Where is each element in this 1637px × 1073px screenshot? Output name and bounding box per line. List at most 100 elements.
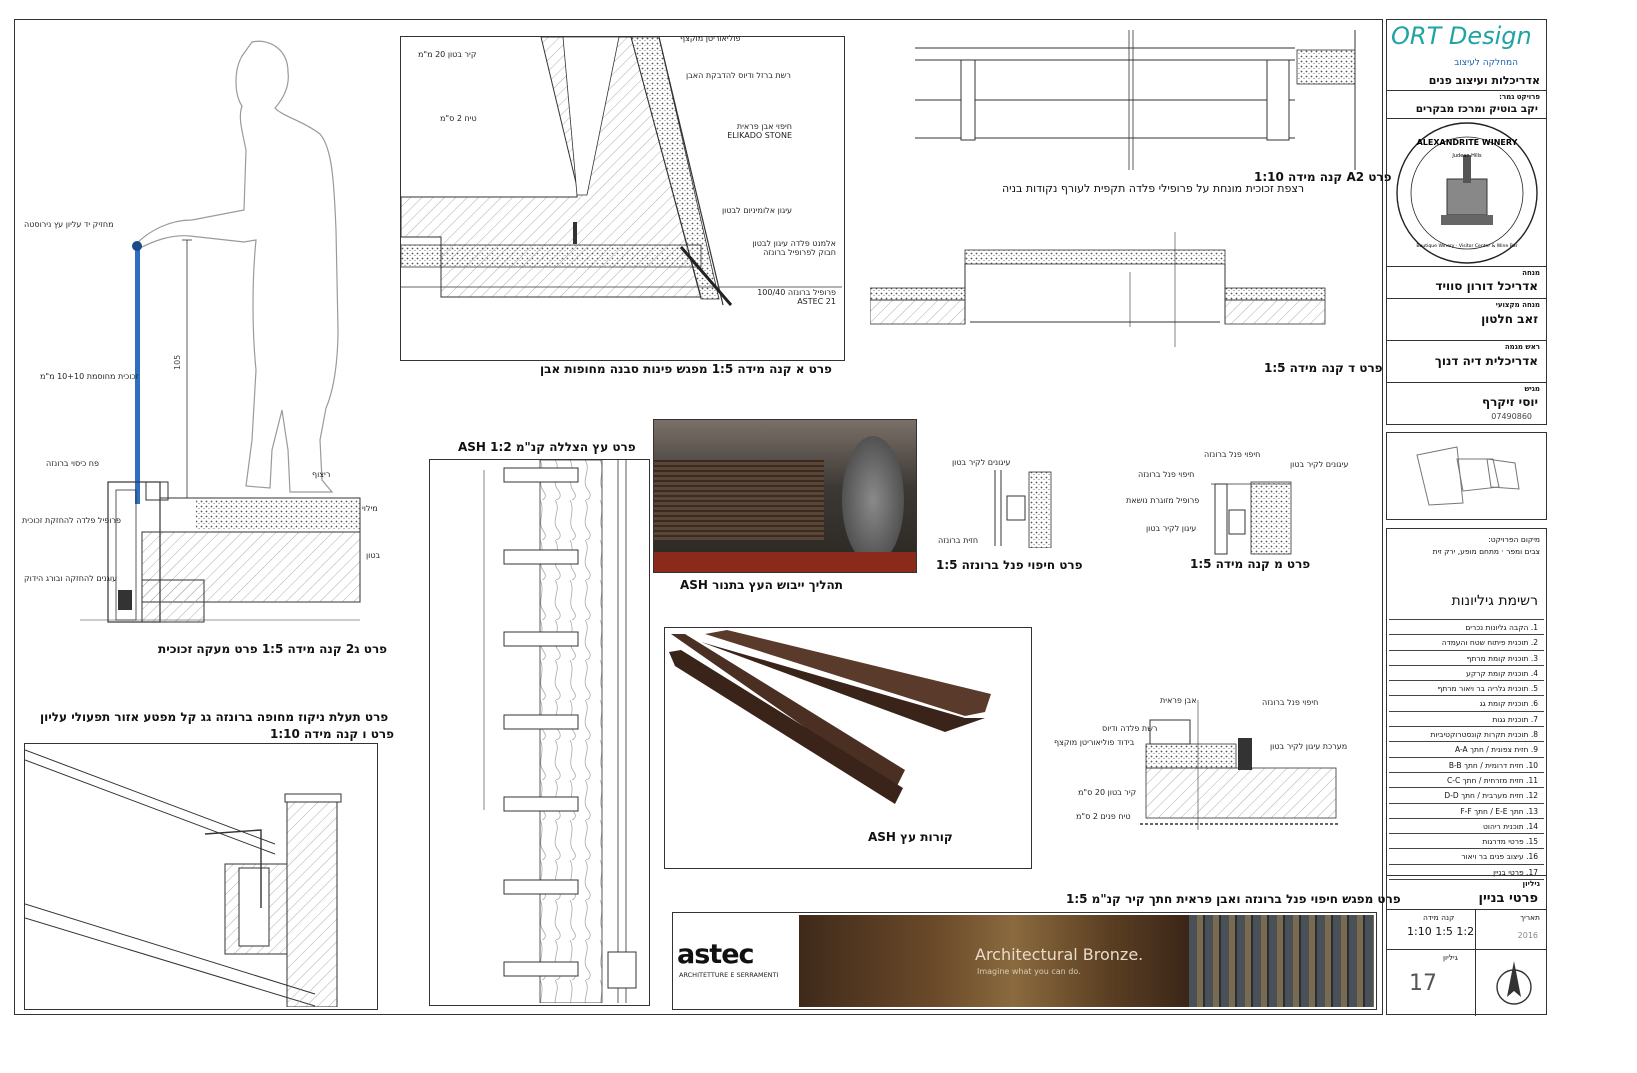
- sheet-list-item: 5. תוכנית גלריה בר ויאור מרתף: [1389, 681, 1544, 697]
- tb-row-0: מנחה אדריכל דורון סוויד: [1387, 266, 1546, 298]
- astec-logo: astec: [677, 939, 755, 970]
- tb-label-3: מגיש: [1524, 385, 1540, 393]
- tb-label-1: מנחה מקצועי: [1495, 301, 1540, 309]
- label-a-plaster: טיח 2 ס"מ: [440, 114, 477, 123]
- label-concrete: בטון: [366, 551, 381, 560]
- caption-detail-a2: פרט A2 קנה מידה 1:10: [1254, 170, 1392, 184]
- key-plan: [1386, 432, 1547, 520]
- location-value: צבים ומפר · מתחם מופע, ירק זית: [1432, 547, 1540, 556]
- detail-a-drawing: [401, 37, 842, 306]
- detail-d-drawing: [870, 232, 1326, 347]
- sheet-list-item: 16. עיצוב פנים בר ויאור: [1389, 849, 1544, 865]
- scale-value: 1:10 1:5 1:2: [1407, 925, 1475, 938]
- human-silhouette: [135, 40, 339, 493]
- sheet-value: פרטי בניין: [1478, 891, 1539, 906]
- sheet-list-item: 1. הקבה גליונות נכרים: [1389, 620, 1544, 636]
- kiln-photo: [653, 419, 917, 573]
- sheet-list-item: 15. פרטי מדרגות: [1389, 834, 1544, 850]
- sheet-list-item: 13. חתך E-E / חתך F-F: [1389, 804, 1544, 819]
- bronze-panel-drawing: [994, 470, 1052, 548]
- winery-tagline: Boutique Winery · Visitor Center & Wine …: [1416, 243, 1517, 249]
- project-label: פרויקט גמר:: [1499, 93, 1540, 101]
- roof-detail-frame: [24, 743, 378, 1010]
- title-block: ORT Design המחלקה לעיצוב אדריכלות ועיצוב…: [1386, 19, 1547, 425]
- date-value: 2016: [1517, 931, 1538, 940]
- stone-detail-drawing: [1140, 700, 1340, 830]
- label-m-bronze: חיפוי פנל ברונזה: [1204, 450, 1261, 459]
- label-s-stone: אבן פראית: [1160, 696, 1197, 705]
- label-m-bronze-b: חיפוי פנל ברונזה: [1138, 470, 1195, 479]
- caption-detail-r: פרט ו קנה מידה 1:10: [270, 727, 394, 741]
- caption-detail-g: פרט ג2 קנה מידה 1:5 פרט מעקה זכוכית: [158, 642, 388, 656]
- astec-banner: astec ARCHITETTURE E SERRAMENTI Architec…: [672, 912, 1377, 1010]
- rail-height-dim: 105: [173, 355, 182, 370]
- tb-value-0: אדריכל דורון סוויד: [1435, 279, 1538, 293]
- astec-headline: Architectural Bronze.: [975, 945, 1144, 964]
- sheet-list-item: 7. תוכנית גגות: [1389, 712, 1544, 728]
- ort-logo: ORT Design: [1391, 22, 1532, 50]
- sheet-list-item: 11. חזית מזרחית / חתך C-C: [1389, 773, 1544, 789]
- caption-bronze-panel: פרט חיפוי פנל ברונזה 1:5: [936, 558, 1083, 572]
- date-label: תאריך: [1520, 913, 1540, 922]
- detail-m-drawing: [1211, 481, 1292, 555]
- label-a-profile: פרופיל ברונזה 100/40 ASTEC 21: [757, 288, 836, 306]
- sheet-no-value: 17: [1409, 971, 1437, 996]
- caption-wood-beams: קורות עץ ASH: [868, 830, 953, 844]
- department: אדריכלות ועיצוב פנים: [1428, 74, 1540, 87]
- label-s-plaster: טיח פנים 2 ס"מ: [1076, 812, 1131, 821]
- sheet-no-label: גיליון: [1443, 953, 1458, 962]
- label-m-bronze2: חזית ברונזה: [938, 536, 979, 545]
- sheet-list: 1. הקבה גליונות נכרים 2. תוכנית פיתוח שט…: [1389, 619, 1544, 881]
- astec-tagline: Imagine what you can do.: [977, 967, 1081, 976]
- north-arrow-icon: [1491, 959, 1537, 1013]
- sheet-label: גיליון: [1522, 879, 1540, 888]
- tb-value-1: זאב חלטון: [1481, 312, 1538, 326]
- label-a-stone: חיפוי אבן פראית ELIKADO STONE: [727, 122, 792, 140]
- label-m-stud: עיגונים לקיר בטון: [1290, 460, 1349, 469]
- location-label: מיקום הפרויקט:: [1488, 535, 1540, 544]
- wood-detail-drawing: [483, 460, 637, 1003]
- sheet-list-item: 4. תוכנית קומת קרקע: [1389, 666, 1544, 682]
- label-glass: זכוכית מחוסמת 10+10 מ"מ: [40, 372, 139, 381]
- scale-label: קנה מידה: [1423, 913, 1455, 922]
- tb-extra-3: 07490860: [1491, 412, 1532, 421]
- winery-logo: ALEXANDRITE WINERY Judean Hills Boutique…: [1395, 121, 1540, 266]
- caption-detail-a2-sub: רצפת זכוכית מונחת על פרופילי פלדה תקפית …: [1002, 182, 1305, 195]
- detail-a2-drawing: [915, 30, 1356, 170]
- sheet-list-item: 12. חזית מערבית / חתך D-D: [1389, 788, 1544, 804]
- label-m-conc: עיגון לקיר בטון: [1146, 524, 1197, 533]
- label-a-anchor: עיגון אלומיניום לבטון: [722, 206, 793, 215]
- label-m-profile: פרופיל מזוגרת נושאת: [1126, 496, 1200, 505]
- tb-value-2: אדריכלית דיה דנוך: [1434, 354, 1538, 368]
- label-steel-channel: פרופיל פלדה להחזקת זכוכית: [22, 516, 121, 525]
- tb-label-2: ראש מגמה: [1504, 343, 1540, 351]
- sheet-list-block: מיקום הפרויקט: צבים ומפר · מתחם מופע, יר…: [1386, 528, 1547, 1016]
- label-handrail: מחזיק יד עליון עץ נירוסטה: [24, 220, 114, 229]
- tb-row-1: מנחה מקצועי זאב חלטון: [1387, 298, 1546, 340]
- tb-value-3: יוסי זיקרף: [1481, 395, 1538, 409]
- wood-beams-photo: [664, 627, 1032, 869]
- wood-detail-frame: [429, 459, 650, 1006]
- sheet-list-item: 10. חזית דרומית / חתך B-B: [1389, 758, 1544, 773]
- label-a-mesh: רשת ברזל ודיוס להדבקת האבן: [686, 71, 791, 80]
- bronze-texture: [799, 915, 1189, 1007]
- logo-brand: ORT Design: [1391, 22, 1532, 50]
- label-a-top2: קיר בטון 20 מ"מ: [418, 50, 477, 59]
- label-screed: מילוי: [362, 504, 378, 513]
- tb-label-0: מנחה: [1522, 269, 1540, 277]
- sheet-list-item: 14. תוכנית ריהוט: [1389, 819, 1544, 835]
- label-a-top1: פוליאוריטן מוקצף: [680, 34, 741, 43]
- label-s-insul: בידוד פוליאוריטן מוקצף: [1054, 738, 1135, 747]
- caption-detail-stone: פרט מפגש חיפוי פנל ברונזה ואבן פראית חתך…: [1066, 892, 1401, 906]
- caption-detail-m: פרט מ קנה מידה 1:5: [1190, 557, 1311, 571]
- winery-name: ALEXANDRITE WINERY: [1417, 138, 1518, 147]
- label-m-anchor: עיגונים לקיר בטון: [952, 458, 1011, 467]
- sheet-list-item: 6. תוכנית קומת גג: [1389, 696, 1544, 712]
- railing-detail-drawing: 105: [80, 40, 361, 623]
- roof-detail-drawing: [25, 749, 342, 1007]
- label-s-profile: מערכת עיגון לקיר בטון: [1270, 742, 1348, 751]
- caption-detail-wood: פרט עץ הצללה קנ"מ 1:2 ASH: [458, 440, 636, 454]
- tb-row-3: מגיש יוסי זיקרף 07490860: [1387, 382, 1546, 426]
- winery-place: Judean Hills: [1451, 153, 1482, 159]
- building-photo: [1189, 915, 1374, 1007]
